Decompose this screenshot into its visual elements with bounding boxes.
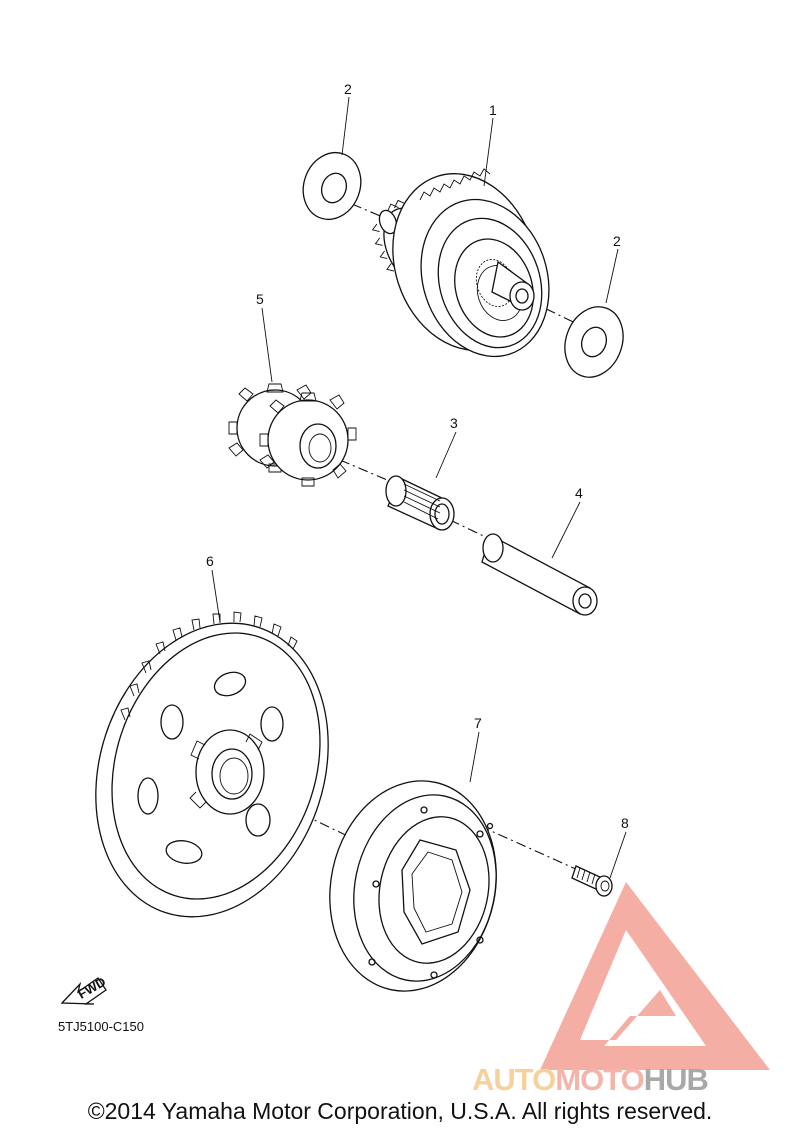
automotohub-logo: AUTOMOTOHUB [472, 882, 770, 1097]
part-4-shaft [481, 533, 598, 616]
callout-6: 6 [206, 553, 214, 569]
part-8-bolt [571, 865, 613, 897]
part-1-starter-clutch-gear [371, 168, 550, 358]
copyright-notice: ©2014 Yamaha Motor Corporation, U.S.A. A… [87, 1098, 713, 1124]
callout-4: 4 [575, 485, 583, 501]
callout-3: 3 [450, 415, 458, 431]
callout-2-upper: 2 [344, 81, 352, 97]
part-2-washer-lower [564, 306, 624, 378]
logo-triangle [540, 882, 770, 1070]
logo-text-moto: MOTO [555, 1062, 643, 1097]
part-6-wheel-starter-gear [95, 611, 329, 918]
fwd-arrow: FWD [60, 974, 108, 1005]
part-5-idler-gear [228, 383, 357, 487]
callout-2-lower: 2 [613, 233, 621, 249]
logo-text-auto: AUTO [472, 1062, 555, 1097]
callout-1: 1 [489, 102, 497, 118]
callout-8: 8 [621, 815, 629, 831]
part-7-one-way-clutch [329, 780, 497, 992]
svg-text:AUTOMOTOHUB: AUTOMOTOHUB [472, 1062, 708, 1097]
callouts: 2 1 2 5 3 4 6 7 8 [206, 81, 629, 879]
callout-7: 7 [474, 715, 482, 731]
diagram-code: 5TJ5100-C150 [58, 1019, 144, 1034]
callout-5: 5 [256, 291, 264, 307]
part-2-washer-upper [302, 151, 362, 221]
logo-text-hub: HUB [644, 1062, 708, 1097]
part-3-needle-bearing [385, 475, 455, 531]
